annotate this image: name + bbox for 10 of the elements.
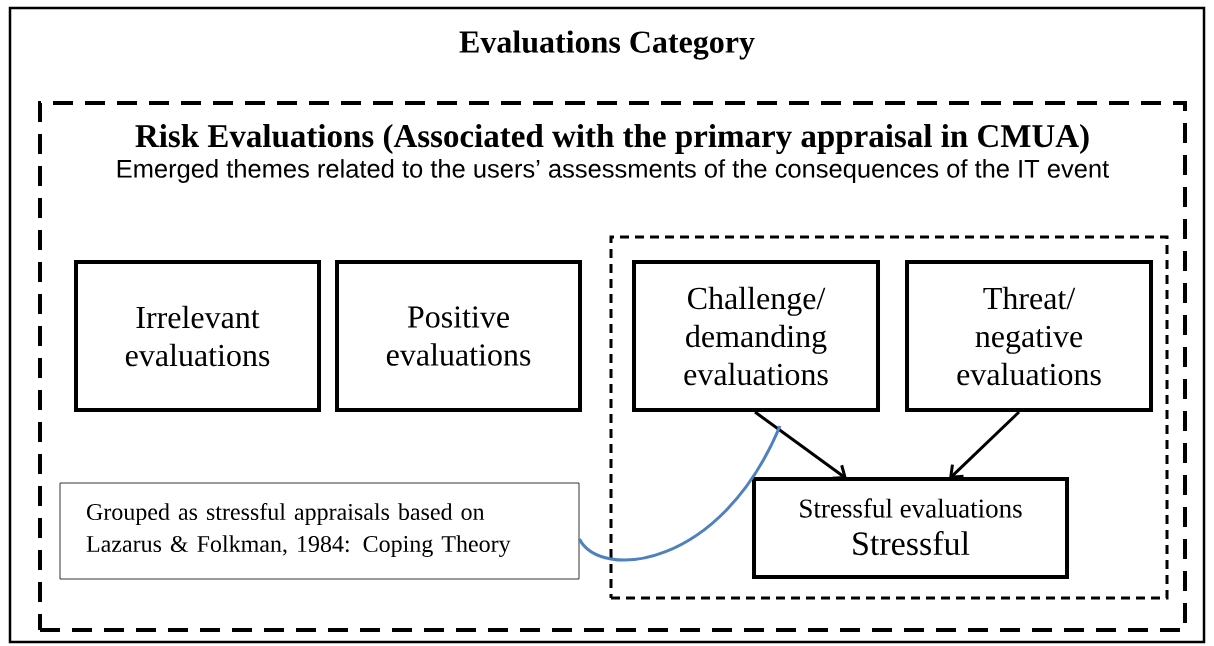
dashed-group-frame — [609, 235, 1169, 600]
arrow — [754, 410, 847, 480]
callout-box: Grouped as stressful appraisals based on Lazarus & Folkman, 1984: Coping Theory — [59, 482, 580, 580]
arrow — [949, 464, 964, 479]
process-box: Threat/ negative evaluations — [905, 260, 1153, 412]
process-box: Challenge/ demanding evaluations — [632, 260, 880, 412]
process-box: Stressful evaluations Stressful — [752, 477, 1069, 579]
leader-line — [578, 425, 782, 562]
process-box: Irrelevant evaluations — [74, 260, 321, 412]
process-box: Positive evaluations — [335, 260, 582, 412]
